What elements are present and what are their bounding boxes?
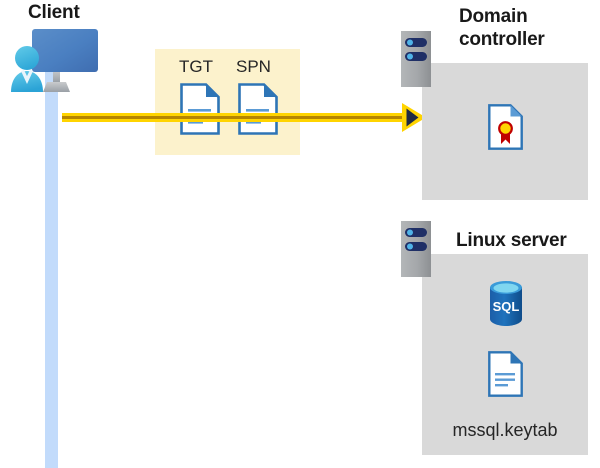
spn-document-icon	[238, 83, 278, 135]
svg-text:SQL: SQL	[493, 299, 520, 314]
domain-controller-server-rack-icon	[401, 31, 431, 87]
domain-controller-title: Domain controller	[459, 6, 545, 50]
spn-label: SPN	[236, 57, 271, 76]
client-lifeline	[45, 60, 58, 468]
auth-request-arrow-head	[402, 103, 426, 132]
tgt-label: TGT	[179, 57, 213, 76]
user-with-monitor-icon	[5, 26, 105, 96]
tgt-document-icon	[180, 83, 220, 135]
credentials-highlight-box	[155, 49, 300, 155]
linux-server-title: Linux server	[456, 230, 567, 251]
linux-server-rack-icon	[401, 221, 431, 277]
auth-request-arrow-line	[62, 113, 414, 122]
keytab-document-icon	[488, 351, 523, 397]
certificate-document-icon	[488, 104, 523, 150]
client-label: Client	[28, 2, 80, 23]
keytab-file-label: mssql.keytab	[452, 420, 558, 440]
sql-database-icon: SQL	[487, 279, 525, 327]
